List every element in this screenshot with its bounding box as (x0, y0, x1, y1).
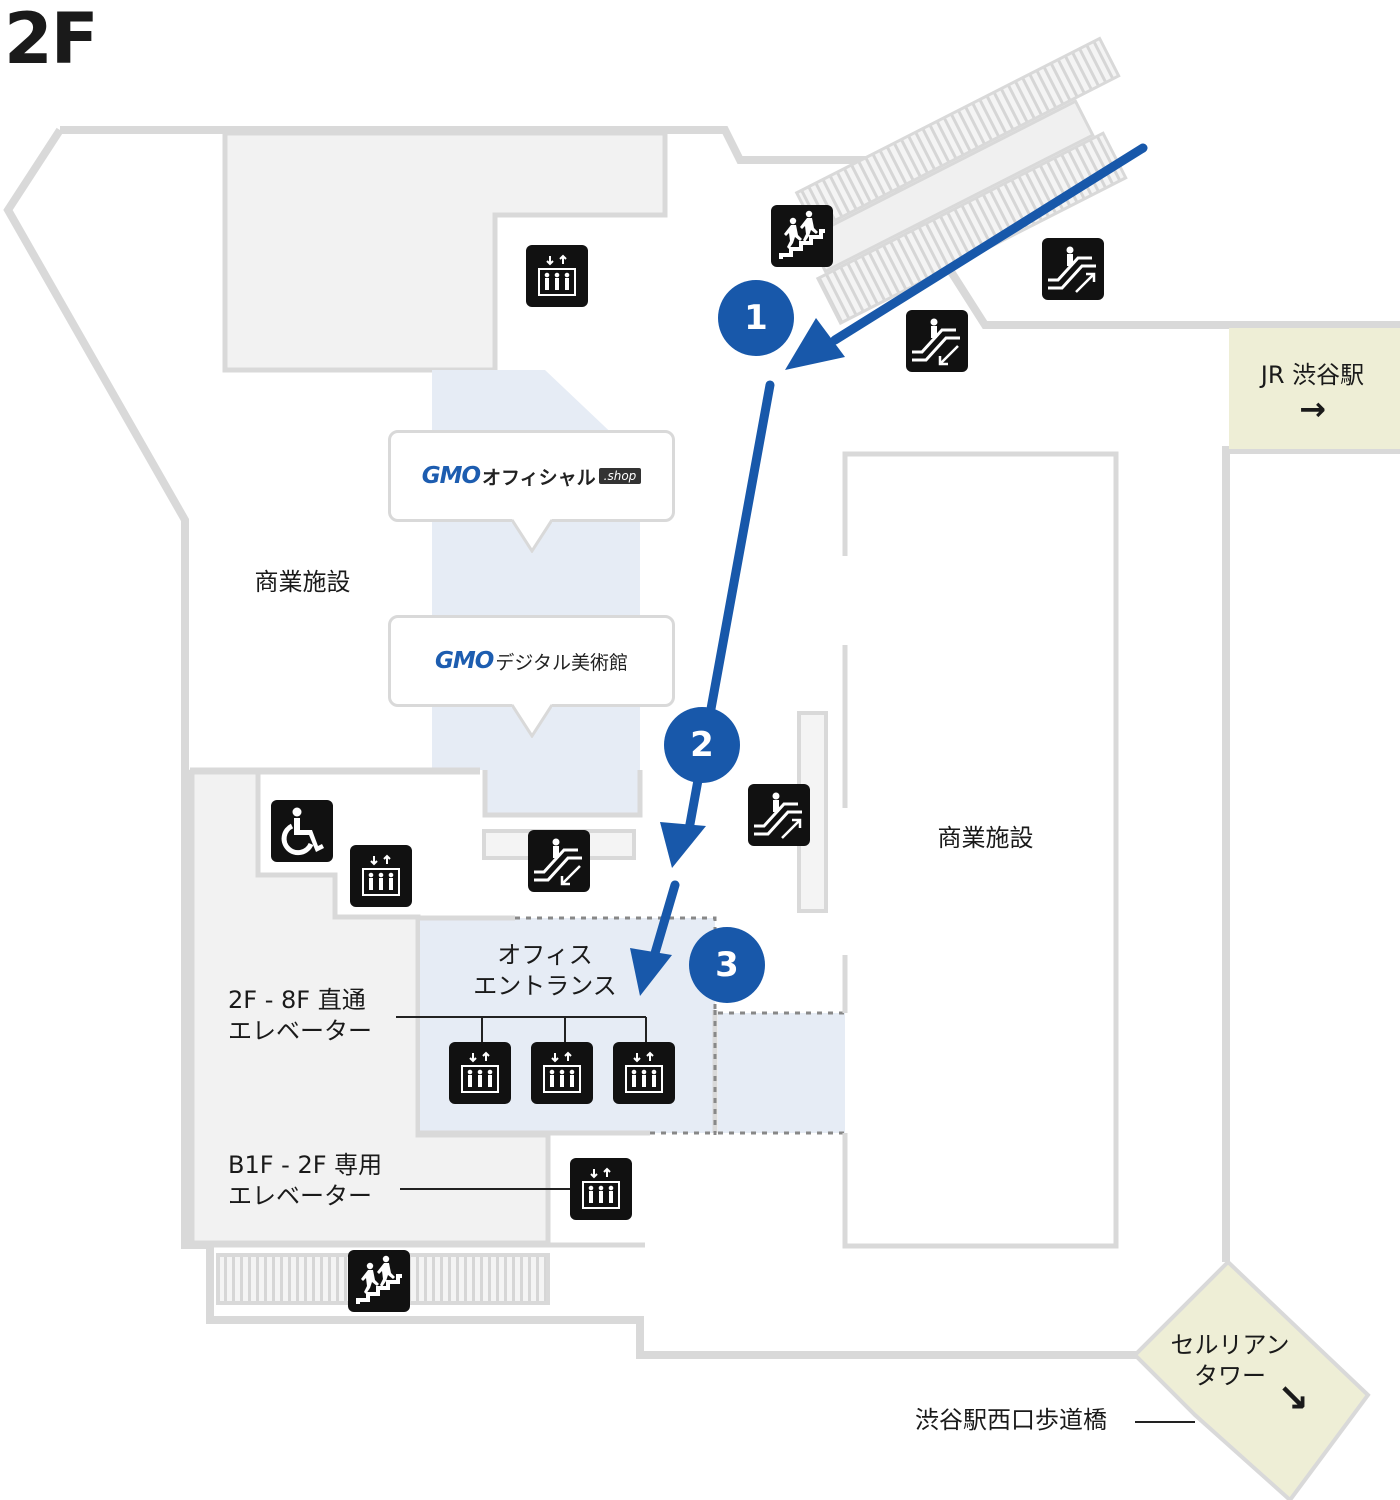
elevator-icon[interactable] (526, 245, 588, 307)
gmo-museum-name: デジタル美術館 (495, 651, 628, 674)
label-office-entrance: オフィス エントランス (445, 940, 645, 1002)
jr-corridor-wall (1222, 446, 1400, 1262)
cerulean-line2: タワー (1194, 1362, 1266, 1390)
room-commercial-right (842, 451, 1119, 1249)
dedicated-elevator-line2: エレベーター (228, 1182, 372, 1210)
label-jr-station: JR 渋谷駅 → (1235, 360, 1390, 427)
wheelchair-icon[interactable] (271, 800, 333, 862)
arrow-down-right-icon: ↘ (1277, 1376, 1309, 1420)
escalator-up-icon[interactable] (1042, 238, 1104, 300)
route-step-3: 3 (689, 927, 765, 1003)
label-commercial-left: 商業施設 (254, 568, 351, 596)
label-commercial-right: 商業施設 (937, 824, 1034, 852)
room-top-left (222, 130, 668, 373)
floor-label: 2F (4, 0, 99, 80)
elevator-icon[interactable] (350, 845, 412, 907)
cerulean-line1: セルリアン (1170, 1331, 1290, 1359)
stairs-icon[interactable] (771, 205, 833, 267)
route-step-2: 2 (664, 707, 740, 783)
gmo-shop-logo: GMO (421, 463, 481, 489)
gmo-shop-badge: .shop (598, 468, 642, 484)
elevator-icon[interactable] (449, 1042, 511, 1104)
gmo-shop-callout-pointer (512, 519, 552, 553)
label-direct-elevator: 2F - 8F 直通 エレベーター (228, 985, 372, 1047)
gmo-shop-name: オフィシャル (482, 466, 596, 489)
gmo-shop-callout[interactable]: GMO オフィシャル .shop (388, 430, 675, 522)
jr-station-name: JR 渋谷駅 (1260, 361, 1365, 389)
stairs-icon[interactable] (348, 1250, 410, 1312)
route-step-1: 1 (718, 280, 794, 356)
elevator-icon[interactable] (531, 1042, 593, 1104)
building-outline (60, 126, 1400, 329)
entrance-vestibule (718, 1013, 845, 1133)
label-bridge: 渋谷駅西口歩道橋 (915, 1406, 1107, 1434)
gmo-museum-callout[interactable]: GMO デジタル美術館 (388, 615, 675, 707)
label-dedicated-elevator: B1F - 2F 専用 エレベーター (228, 1150, 382, 1212)
elevator-icon[interactable] (613, 1042, 675, 1104)
escalator-down-icon[interactable] (528, 830, 590, 892)
gmo-museum-callout-pointer (512, 704, 552, 738)
label-office-line2: エントランス (473, 972, 617, 1000)
label-office-line1: オフィス (497, 941, 593, 969)
cerulean-exit-area (1132, 1259, 1371, 1500)
dedicated-elevator-line1: B1F - 2F 専用 (228, 1151, 383, 1179)
direct-elevator-line2: エレベーター (228, 1017, 372, 1045)
direct-elevator-line1: 2F - 8F 直通 (228, 986, 366, 1014)
label-cerulean-tower: セルリアン タワー (1140, 1330, 1320, 1392)
jr-exit-area (1229, 328, 1400, 449)
top-staircase (794, 36, 1128, 326)
arrow-right-icon: → (1299, 390, 1326, 428)
gmo-museum-logo: GMO (435, 648, 494, 674)
escalator-down-icon[interactable] (906, 310, 968, 372)
leader-direct-elevators (396, 1016, 647, 1042)
escalator-up-icon[interactable] (748, 784, 810, 846)
elevator-icon[interactable] (570, 1158, 632, 1220)
